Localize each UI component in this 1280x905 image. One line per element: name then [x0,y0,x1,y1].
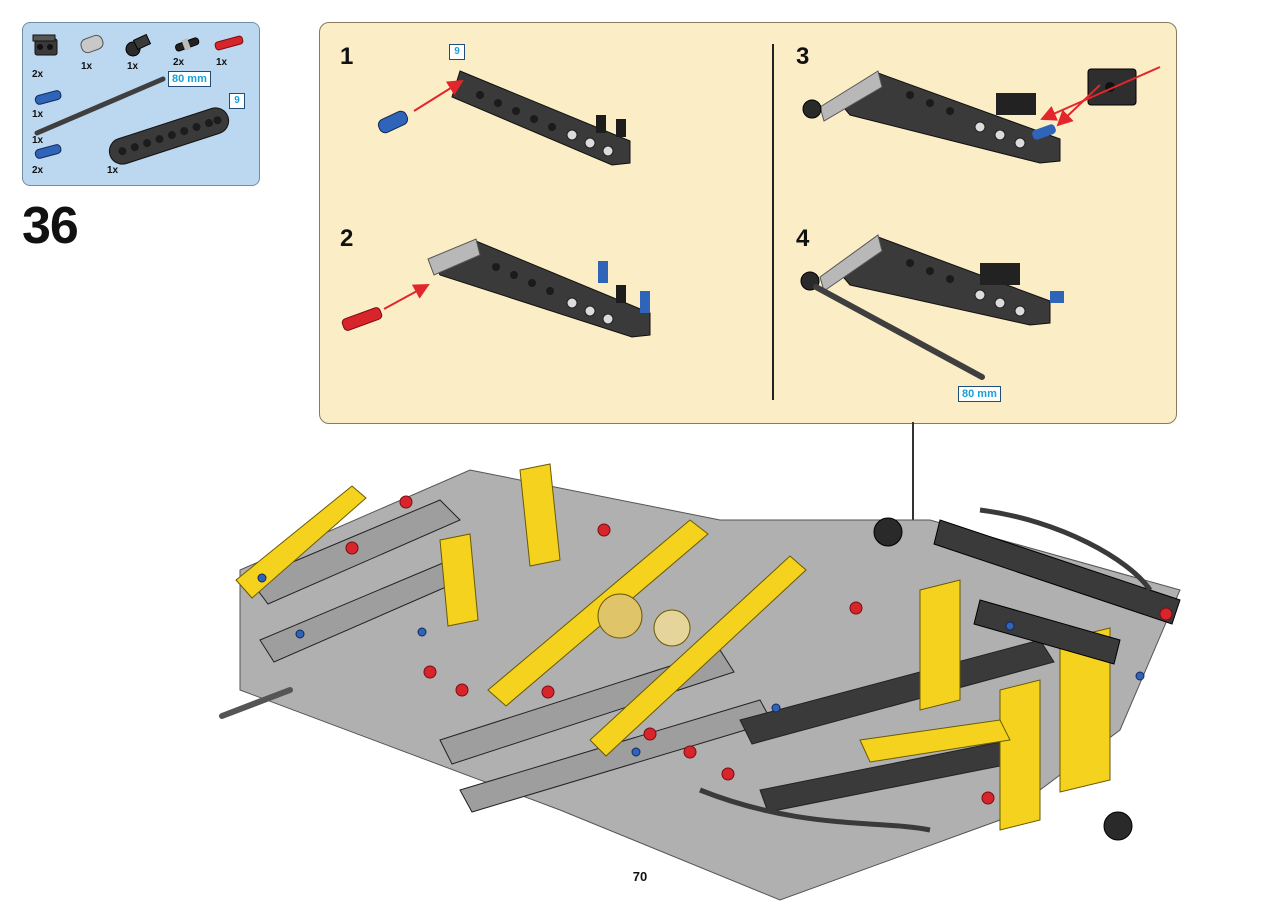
part-qty: 1x [216,57,228,68]
sub-step-divider [772,44,774,400]
blue-pin-icon [34,144,62,159]
beam-length-label: 9 [449,44,465,60]
black-ball-joint-icon [125,33,152,57]
gear-illustration [597,517,1133,841]
part-qty: 2x [32,165,44,176]
sub-step-1-assembly [377,70,631,166]
sub-step-2-assembly [341,238,651,338]
black-friction-pin-icon [175,37,200,52]
parts-list-box: 2x 1x 1x 2x 1x 1x 1x 2x 1x 80 mm 9 [22,22,260,186]
red-axle-pin-icon [214,35,244,51]
blue-axle-pin-icon [34,90,62,105]
black-beam-icon [108,107,230,165]
parts-illustration [32,33,244,165]
sub-step-4-assembly [800,234,1064,380]
sub-step-3-assembly [802,66,1161,164]
sub-step-number: 3 [796,43,810,70]
gray-pin-connector-icon [80,34,104,54]
sub-step-number: 4 [796,225,810,252]
black-axle-connector-icon [32,34,58,56]
beam-length-label: 9 [229,93,245,109]
sub-step-number: 2 [340,225,354,252]
axle-length-label: 80 mm [958,386,1001,402]
part-qty: 2x [173,57,185,68]
sub-step-panel: 1 2 3 4 9 80 mm [319,22,1177,424]
part-qty: 1x [81,61,93,72]
sub-step-illustrations [341,66,1161,380]
part-qty: 1x [32,109,44,120]
part-qty: 1x [107,165,119,176]
part-qty: 2x [32,69,44,80]
step-number: 36 [22,197,79,255]
sub-step-number: 1 [340,43,354,70]
axle-length-label: 80 mm [168,71,211,87]
part-qty: 1x [127,61,139,72]
part-qty: 1x [32,135,44,146]
page-number: 70 [632,869,648,884]
black-axle-icon [34,76,166,136]
